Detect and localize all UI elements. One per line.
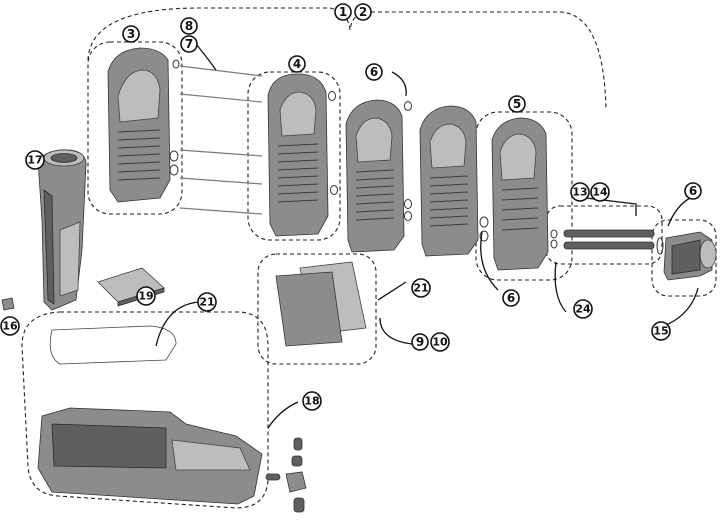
callout-19: 19	[136, 286, 156, 306]
callout-18: 18	[302, 391, 322, 411]
callout-21-tray-label: 21	[199, 296, 214, 309]
callout-6-top-label: 6	[370, 65, 378, 79]
callout-18-label: 18	[304, 395, 319, 408]
group-outline-tubes	[545, 205, 663, 265]
callout-13: 13	[570, 182, 590, 202]
callout-17: 17	[25, 150, 45, 170]
callout-19-label: 19	[138, 290, 153, 303]
callout-6-right-label: 6	[689, 184, 697, 198]
intermediate-section-middle-part	[345, 99, 412, 253]
callout-13-label: 13	[572, 186, 587, 199]
callout-21-plate: 21	[411, 278, 431, 298]
callout-5: 5	[508, 95, 526, 113]
callout-7: 7	[180, 35, 198, 53]
tie-rods	[179, 65, 263, 215]
callout-9: 9	[411, 333, 429, 351]
intermediate-section-4-part	[267, 73, 338, 237]
leader-lines	[155, 43, 699, 429]
callout-16-label: 16	[2, 320, 18, 333]
callout-21-tray: 21	[197, 292, 217, 312]
callout-4: 4	[288, 55, 306, 73]
callout-1: 1	[334, 3, 352, 21]
cover-plate-part	[275, 261, 367, 347]
connecting-tubes-part	[550, 229, 655, 250]
callout-14-label: 14	[592, 186, 608, 199]
flue-duct-part	[37, 149, 87, 311]
base-tray-part	[37, 325, 263, 505]
callout-24: 24	[573, 299, 593, 319]
drain-fittings-part	[265, 437, 307, 513]
callout-24-label: 24	[575, 303, 591, 316]
callout-21-plate-label: 21	[413, 282, 428, 295]
group-outline-section-3	[87, 41, 183, 215]
group-outline-top-brace	[87, 7, 607, 111]
intermediate-section-rear-part	[419, 105, 479, 257]
callout-10: 10	[430, 332, 450, 352]
end-section-rear-part	[479, 117, 549, 271]
callout-16: 16	[0, 316, 20, 336]
callout-3-label: 3	[127, 27, 135, 41]
callout-6-bottom: 6	[502, 289, 520, 307]
callout-15: 15	[651, 321, 671, 341]
callout-6-bottom-label: 6	[507, 291, 515, 305]
callout-8: 8	[180, 17, 198, 35]
callout-15-label: 15	[653, 325, 668, 338]
group-outline-tray	[21, 311, 269, 509]
end-section-front-part	[107, 47, 180, 203]
callout-17-label: 17	[27, 154, 42, 167]
callout-2: 2	[354, 3, 372, 21]
callout-1-label: 1	[339, 5, 347, 19]
callout-9-label: 9	[416, 335, 424, 349]
callout-4-label: 4	[293, 57, 301, 71]
callout-8-label: 8	[185, 19, 193, 33]
callout-14: 14	[590, 182, 610, 202]
callout-10-label: 10	[432, 336, 448, 349]
callout-7-label: 7	[185, 37, 193, 51]
callout-6-top: 6	[365, 63, 383, 81]
callout-3: 3	[122, 25, 140, 43]
return-collector-part	[656, 231, 717, 281]
callout-5-label: 5	[513, 97, 521, 111]
callout-6-right: 6	[684, 182, 702, 200]
group-outline-plate	[257, 253, 377, 365]
callout-2-label: 2	[359, 5, 367, 19]
